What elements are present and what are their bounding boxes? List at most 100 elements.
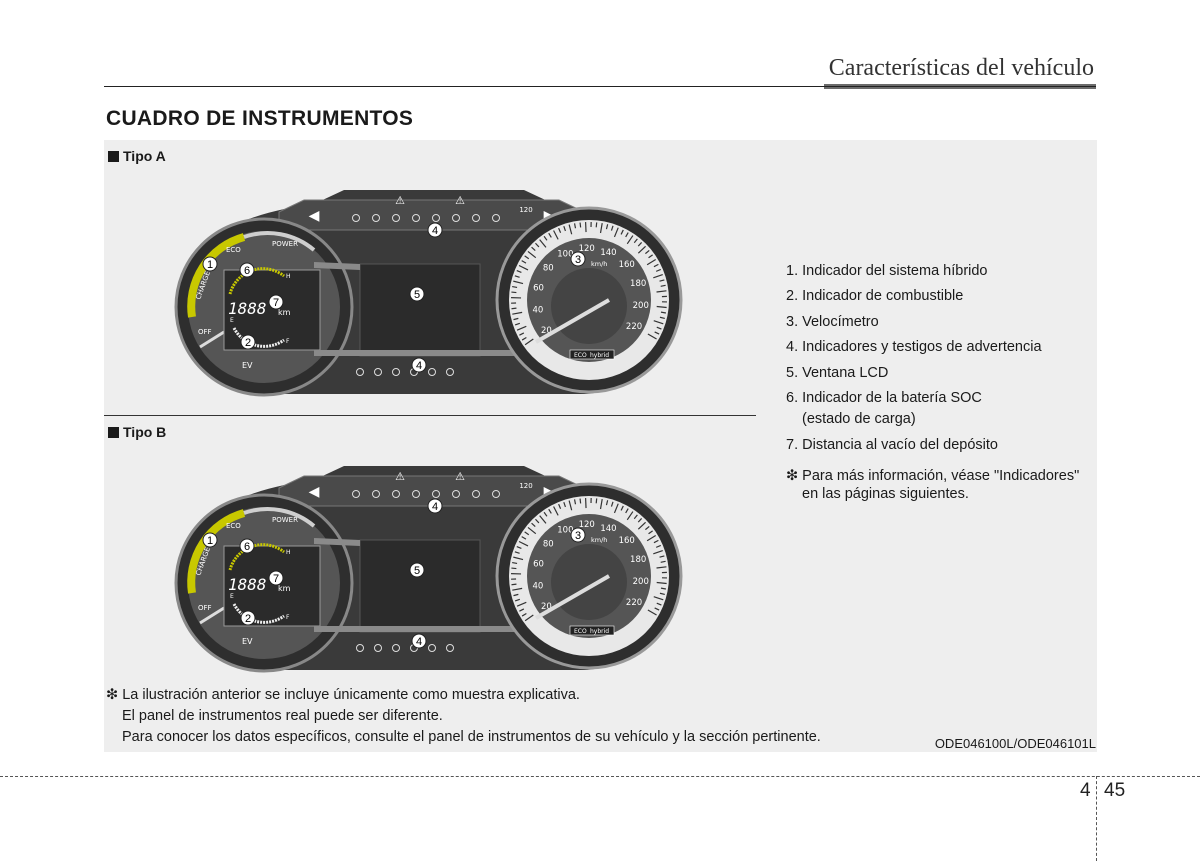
- badge-hybrid-text: hybrid: [590, 628, 609, 635]
- odometer-unit: km: [278, 584, 291, 593]
- indicator-icon: [452, 490, 460, 498]
- speed-tick-mark: [646, 535, 656, 542]
- speed-tick-label: 80: [543, 540, 554, 550]
- fuel-bar: [232, 327, 285, 348]
- speed-tick-mark: [516, 601, 527, 607]
- speed-tick-mark: [655, 268, 661, 272]
- running-header: Características del vehículo: [828, 55, 1094, 81]
- speed-tick-label: 40: [532, 305, 543, 315]
- speed-tick-mark: [660, 587, 667, 590]
- speed-tick-label: 200: [633, 577, 649, 587]
- speed-tick-mark: [633, 238, 638, 244]
- speedometer-hub-area: [551, 268, 627, 344]
- callout-marker: [427, 498, 443, 514]
- note-line: Para más información, véase "Indicadores…: [802, 468, 1080, 485]
- speed-tick-mark: [563, 225, 567, 232]
- speed-tick-mark: [513, 317, 519, 321]
- speed-tick-label: 200: [633, 301, 649, 311]
- power-label: POWER: [272, 240, 298, 248]
- callout-marker: [202, 532, 218, 548]
- off-label: OFF: [198, 328, 212, 336]
- speed-tick-mark: [524, 255, 530, 260]
- speed-tick-mark: [599, 499, 603, 510]
- speed-tick-mark: [513, 280, 524, 285]
- speed-tick-mark: [653, 596, 664, 601]
- cluster-tipo-a: ◀▶⚠⚠120CHARGEECOPOWEROFFEV1888kmEFH20406…: [164, 182, 696, 402]
- speed-tick-mark: [625, 232, 629, 238]
- callout-number: 2: [245, 613, 251, 625]
- indicator-icon: [446, 644, 454, 652]
- speed-tick-label: 20: [541, 602, 552, 612]
- hybrid-needle: [199, 330, 225, 349]
- callout-number: 3: [575, 254, 581, 266]
- chapter-number: 4: [1080, 780, 1091, 801]
- hybrid-charge-arc: [187, 509, 246, 594]
- eco-label: ECO: [226, 522, 241, 530]
- speed-tick-label: 120: [579, 520, 595, 530]
- speed-tick-label: 120: [579, 244, 595, 254]
- indicator-icon: [392, 490, 400, 498]
- callout-number: 1: [207, 535, 213, 547]
- indicator-icon: [412, 214, 420, 222]
- speed-tick-mark: [625, 508, 629, 514]
- indicator-icon: [392, 644, 400, 652]
- speed-tick-mark: [516, 270, 522, 274]
- lcd-upper-rail: [314, 538, 360, 546]
- legend-item: 5. Ventana LCD: [786, 364, 889, 381]
- speed-tick-mark: [524, 531, 530, 536]
- turn-left-icon: ◀: [309, 484, 320, 500]
- speed-tick-mark: [513, 556, 524, 561]
- indicator-icon: [446, 368, 454, 376]
- indicator-icon: [428, 368, 436, 376]
- eco-hybrid-badge: [569, 625, 615, 636]
- fuel-bar: [232, 603, 285, 624]
- indicator-icon: [492, 214, 500, 222]
- speed-tick-mark: [531, 246, 536, 252]
- note-line: en las páginas siguientes.: [802, 485, 969, 502]
- ev-label: EV: [242, 361, 253, 370]
- speed-tick-mark: [527, 250, 537, 259]
- speed-tick-mark: [653, 263, 659, 268]
- legend-note: ❇Para más información, véase "Indicadore…: [786, 468, 1096, 503]
- speed-tick-label: 140: [600, 524, 616, 534]
- speed-tick-label: 20: [541, 326, 552, 336]
- indicator-icon: [472, 490, 480, 498]
- speed-tick-mark: [553, 230, 559, 240]
- speed-tick-mark: [511, 583, 517, 586]
- callout-marker: [570, 527, 586, 543]
- lcd-lower-rail: [314, 350, 524, 356]
- speed-tick-label: 180: [630, 279, 646, 289]
- center-lcd: [359, 539, 481, 633]
- odometer-unit: km: [278, 308, 291, 317]
- speed-tick-mark: [573, 499, 577, 505]
- warning-icon: ⚠: [395, 470, 405, 483]
- speed-tick-mark: [519, 608, 525, 612]
- speed-tick-mark: [633, 514, 638, 520]
- speed-tick-mark: [659, 279, 665, 282]
- badge-hybrid-text: hybrid: [590, 352, 609, 359]
- speed-tick-mark: [568, 500, 573, 511]
- speedometer-needle: [535, 574, 610, 620]
- indicator-icon: [352, 490, 360, 498]
- speed-tick-mark: [512, 285, 518, 289]
- footnote-line: Para conocer los datos específicos, cons…: [122, 729, 821, 745]
- speed-tick-mark: [626, 235, 634, 245]
- indicator-icon: [352, 214, 360, 222]
- section-title: CUADRO DE INSTRUMENTOS: [106, 107, 414, 130]
- legend-item: 1. Indicador del sistema híbrido: [786, 263, 988, 279]
- indicator-icon: [392, 368, 400, 376]
- speed-tick-mark: [579, 222, 582, 228]
- speed-tick-mark: [637, 242, 643, 247]
- off-label: OFF: [198, 604, 212, 612]
- bullet-square-icon: [108, 427, 119, 438]
- speed-tick-mark: [521, 612, 527, 617]
- speed-tick-mark: [527, 526, 537, 535]
- callout-number: 1: [207, 259, 213, 271]
- speed-tick-mark: [512, 587, 523, 591]
- indicator-icon: [492, 490, 500, 498]
- speed-tick-mark: [648, 530, 653, 535]
- speed-tick-label: 60: [533, 283, 544, 293]
- fuel-full-label: F: [286, 614, 290, 621]
- speed-tick-mark: [656, 305, 667, 309]
- power-label: POWER: [272, 516, 298, 524]
